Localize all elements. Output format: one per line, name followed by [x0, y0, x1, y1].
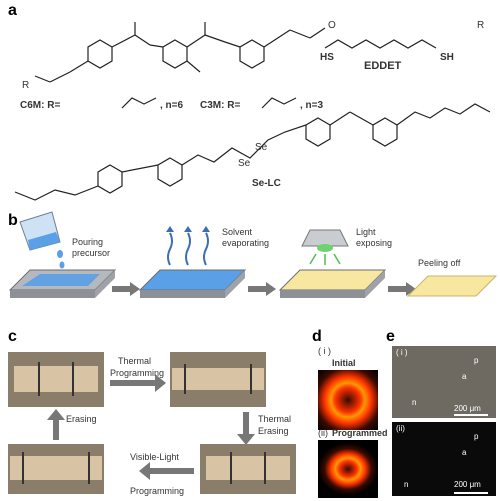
lamp — [301, 229, 349, 247]
r-label-left: R — [22, 80, 30, 91]
se-lc-label: Se-LC — [252, 178, 281, 189]
panel-label-a: a — [8, 2, 17, 19]
tp-label-1: Thermal — [118, 356, 152, 366]
step3-label: Light — [356, 227, 376, 237]
tp-label-2: Programming — [110, 368, 165, 378]
panel-label-c: c — [8, 328, 17, 345]
hs-label: HS — [320, 52, 334, 63]
peeled-film — [406, 275, 498, 297]
benzene-ring-se2 — [97, 164, 123, 194]
benzene-ring-middle — [162, 39, 188, 69]
panel-label-b: b — [8, 212, 18, 229]
panel-label-d: d — [312, 328, 322, 345]
arrow-visible-light-programming — [139, 462, 194, 480]
r-label-top: R — [477, 20, 485, 31]
e-i-a-label: a — [462, 372, 467, 381]
arrow-thermal-programming — [110, 374, 166, 392]
e-ii-scale: 200 μm — [454, 480, 481, 489]
step1b-label: precursor — [72, 248, 111, 258]
se-label-1: Se — [255, 142, 268, 153]
se-label-2: Se — [238, 158, 251, 169]
arrow-3 — [388, 282, 416, 296]
benzene-ring-se3 — [305, 117, 331, 147]
panel-label-e: e — [386, 328, 395, 345]
pom-image-ii: (ii) p a n 200 μm — [392, 422, 496, 496]
o-label-1: O — [328, 20, 336, 31]
d-i-label: ( i ) — [318, 346, 331, 356]
step4-label: Peeling off — [418, 258, 461, 268]
c3m-n-label: , n=3 — [300, 100, 324, 111]
c6m-label: C6M: R= — [20, 100, 61, 111]
e-i-n-label: n — [412, 398, 417, 407]
d-ii-title: Programmed — [332, 428, 388, 438]
strip-image-2 — [170, 352, 266, 407]
pom-image-i: ( i ) p a n 200 μm — [392, 346, 496, 418]
scale-bar-ii — [454, 492, 488, 494]
saxs-pattern-programmed — [318, 440, 378, 498]
benzene-ring-se1 — [157, 157, 183, 187]
e-ii-p-label: p — [474, 432, 479, 441]
step1-label: Pouring — [72, 237, 104, 247]
fabrication-process — [8, 211, 498, 298]
arrow-thermal-erasing — [237, 412, 255, 445]
strip-image-4 — [200, 444, 296, 494]
e-ii-n-label: n — [404, 480, 409, 489]
d-i-title: Initial — [332, 358, 356, 368]
cycle-arrows — [47, 374, 255, 480]
e-ii-a-label: a — [462, 448, 467, 457]
benzene-ring-se4 — [372, 117, 398, 147]
te-label-2: Erasing — [258, 426, 289, 436]
vlp-label-2: Programming — [130, 486, 185, 496]
chemical-structures — [14, 22, 491, 201]
step2b-label: evaporating — [222, 238, 270, 248]
step2-label: Solvent — [222, 227, 253, 237]
d-ii-label: (ii) — [318, 428, 328, 438]
eddet-label: EDDET — [364, 60, 402, 72]
scale-bar-i — [454, 414, 488, 416]
strip-image-3 — [8, 444, 104, 494]
vlp-label-1: Visible-Light — [130, 452, 179, 462]
arrow-2 — [248, 282, 276, 296]
saxs-pattern-initial — [318, 370, 378, 430]
strip-image-1 — [8, 352, 104, 407]
e-i-label: ( i ) — [396, 348, 408, 357]
e-i-p-label: p — [474, 356, 479, 365]
e-ii-label: (ii) — [396, 424, 405, 433]
erasing-label: Erasing — [66, 414, 97, 424]
arrow-erasing — [47, 409, 65, 440]
e-i-scale: 200 μm — [454, 404, 481, 413]
arrow-1 — [112, 282, 140, 296]
te-label-1: Thermal — [258, 414, 292, 424]
c6m-n-label: , n=6 — [160, 100, 184, 111]
c3m-label: C3M: R= — [200, 100, 241, 111]
benzene-ring-right — [239, 39, 265, 69]
step3b-label: exposing — [356, 238, 393, 248]
sh-label: SH — [440, 52, 454, 63]
benzene-ring-left — [87, 39, 113, 69]
